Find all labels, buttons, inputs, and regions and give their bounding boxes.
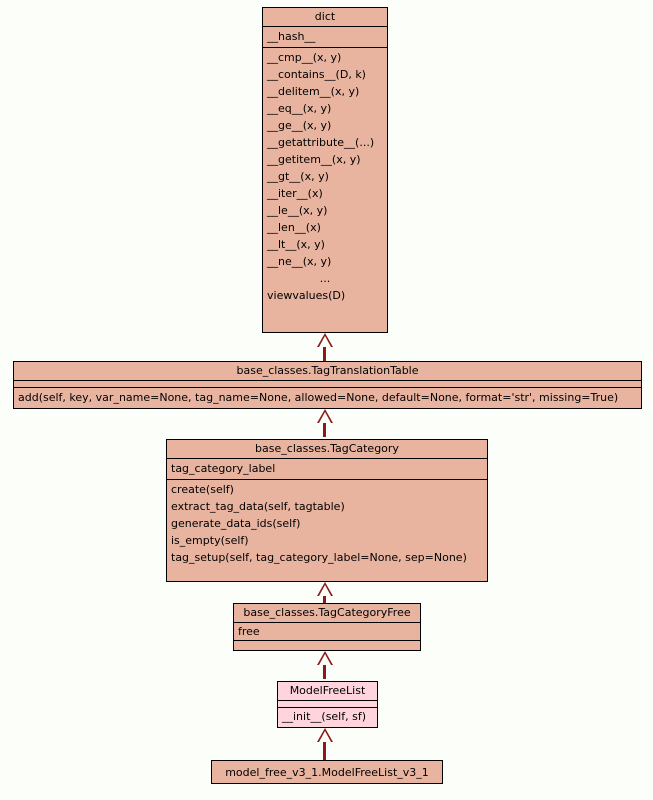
edge-line bbox=[323, 347, 326, 361]
class-name-tagcategoryfree: base_classes.TagCategoryFree bbox=[243, 606, 411, 619]
inheritance-arrow-inner bbox=[319, 411, 331, 423]
class-method: __delitem__(x, y) bbox=[267, 85, 360, 98]
edge-tagtranslationtable-to-dict bbox=[317, 333, 333, 361]
edge-modelfreelistv31-to-modelfreelist bbox=[317, 728, 333, 760]
class-title-compartment: model_free_v3_1.ModelFreeList_v3_1 bbox=[212, 761, 442, 785]
class-name-tagtranslationtable: base_classes.TagTranslationTable bbox=[236, 364, 419, 377]
class-attributes-compartment-empty bbox=[14, 380, 641, 387]
class-name-modelfreelist: ModelFreeList bbox=[289, 684, 366, 697]
class-method-ellipsis: ... bbox=[319, 272, 331, 285]
class-title-compartment: dict bbox=[263, 8, 387, 26]
class-method: __contains__(D, k) bbox=[267, 68, 366, 81]
class-box-tagcategory[interactable]: base_classes.TagCategory tag_category_la… bbox=[166, 439, 488, 582]
edge-line bbox=[323, 742, 326, 760]
class-box-dict[interactable]: dict __hash__ __cmp__(x, y) __contains__… bbox=[262, 7, 388, 333]
class-method: extract_tag_data(self, tagtable) bbox=[171, 500, 345, 513]
class-method: generate_data_ids(self) bbox=[171, 517, 301, 530]
inheritance-arrow-inner bbox=[319, 335, 331, 347]
class-methods-compartment: add(self, key, var_name=None, tag_name=N… bbox=[14, 387, 641, 408]
class-attributes-compartment-empty bbox=[278, 700, 377, 707]
edge-line bbox=[323, 423, 326, 437]
class-methods-compartment: create(self) extract_tag_data(self, tagt… bbox=[167, 479, 487, 568]
class-box-tagtranslationtable[interactable]: base_classes.TagTranslationTable add(sel… bbox=[13, 361, 642, 409]
class-methods-compartment: __cmp__(x, y) __contains__(D, k) __delit… bbox=[263, 47, 387, 306]
class-box-modelfreelistv31[interactable]: model_free_v3_1.ModelFreeList_v3_1 bbox=[211, 760, 443, 784]
class-name-dict: dict bbox=[314, 10, 336, 23]
class-method: __getattribute__(...) bbox=[267, 136, 375, 149]
edge-modelfreelist-to-tagcategoryfree bbox=[317, 651, 333, 679]
class-title-compartment: base_classes.TagTranslationTable bbox=[14, 362, 641, 380]
class-method: is_empty(self) bbox=[171, 534, 249, 547]
inheritance-arrow-inner bbox=[319, 653, 331, 665]
class-method: __init__(self, sf) bbox=[282, 710, 367, 723]
class-attributes-compartment: free bbox=[234, 622, 420, 640]
class-name-tagcategory: base_classes.TagCategory bbox=[255, 442, 399, 455]
class-methods-compartment-empty bbox=[234, 640, 420, 647]
class-method: __eq__(x, y) bbox=[267, 102, 332, 115]
inheritance-arrow-inner bbox=[319, 730, 331, 742]
class-box-modelfreelist[interactable]: ModelFreeList __init__(self, sf) bbox=[277, 681, 378, 728]
class-method: viewvalues(D) bbox=[267, 289, 346, 302]
class-attribute: free bbox=[238, 625, 260, 638]
class-name-modelfreelistv31: model_free_v3_1.ModelFreeList_v3_1 bbox=[225, 766, 429, 779]
class-method: add(self, key, var_name=None, tag_name=N… bbox=[18, 391, 619, 404]
class-title-compartment: base_classes.TagCategory bbox=[167, 440, 487, 458]
class-method: __gt__(x, y) bbox=[267, 170, 329, 183]
class-box-tagcategoryfree[interactable]: base_classes.TagCategoryFree free bbox=[233, 603, 421, 651]
class-method: __le__(x, y) bbox=[267, 204, 328, 217]
class-title-compartment: base_classes.TagCategoryFree bbox=[234, 604, 420, 622]
class-method: __cmp__(x, y) bbox=[267, 51, 342, 64]
class-title-compartment: ModelFreeList bbox=[278, 682, 377, 700]
class-method: tag_setup(self, tag_category_label=None,… bbox=[171, 551, 467, 564]
edge-line bbox=[323, 665, 326, 679]
inheritance-arrow-inner bbox=[319, 584, 331, 596]
class-methods-compartment: __init__(self, sf) bbox=[278, 707, 377, 725]
edge-tagcategory-to-tagtranslationtable bbox=[317, 409, 333, 437]
class-method: __iter__(x) bbox=[267, 187, 323, 200]
class-attribute: tag_category_label bbox=[171, 462, 276, 475]
class-method: __lt__(x, y) bbox=[267, 238, 325, 251]
class-attributes-compartment: __hash__ bbox=[263, 26, 387, 47]
class-attribute: __hash__ bbox=[267, 30, 316, 43]
class-method: __len__(x) bbox=[267, 221, 321, 234]
class-method: __getitem__(x, y) bbox=[267, 153, 361, 166]
class-method: __ne__(x, y) bbox=[267, 255, 332, 268]
class-method: create(self) bbox=[171, 483, 234, 496]
class-attributes-compartment: tag_category_label bbox=[167, 458, 487, 479]
class-method: __ge__(x, y) bbox=[267, 119, 332, 132]
